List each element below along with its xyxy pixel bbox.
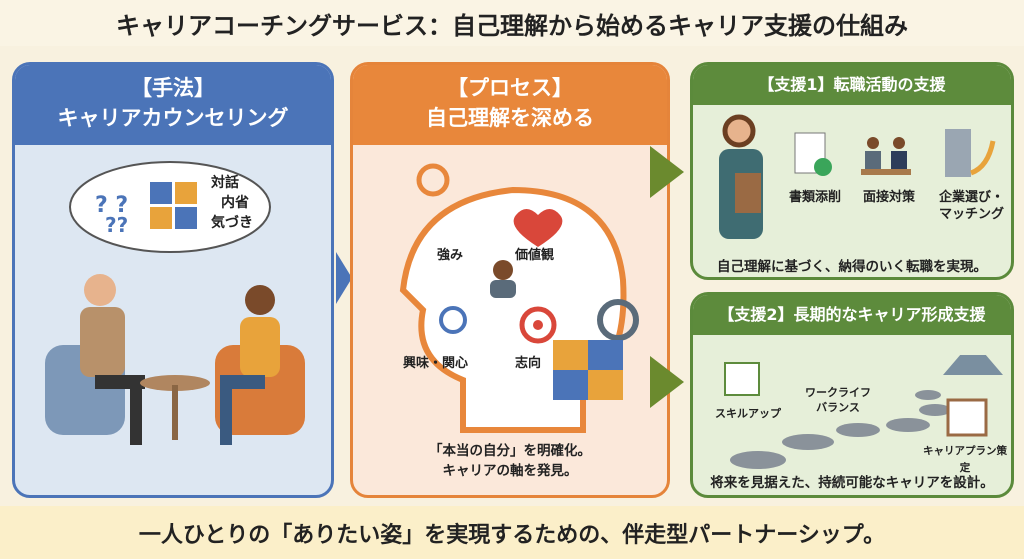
process-panel: 【プロセス】 自己理解を深める 強み 価値観 興味・関心 志向 「本当の自分」を… <box>350 62 670 498</box>
support1-panel: 【支援1】転職活動の支援 書類添削 面接対策 企業選び・マッチング 自己理解に基… <box>690 62 1014 280</box>
page-title: キャリアコーチングサービス：自己理解から始めるキャリア支援の仕組み <box>0 0 1024 46</box>
company-matching-line1: 企業選び・ <box>939 190 1005 205</box>
document-check-icon <box>794 132 832 176</box>
thought-bubble-icon: ? ? ?? <box>69 161 271 253</box>
method-header-title: キャリアカウンセリング <box>57 106 289 130</box>
support1-caption: 自己理解に基づく、納得のいく転職を実現。 <box>717 259 987 275</box>
support2-panel: 【支援2】長期的なキャリア形成支援 スキルアップ ワークライフバランス キャリア… <box>690 292 1014 498</box>
arrow-right-icon <box>650 146 684 198</box>
interests-label: 興味・関心 <box>403 356 469 371</box>
svg-text:? ?: ? ? <box>95 193 128 218</box>
orientation-label: 志向 <box>515 356 542 371</box>
interview-prep-label: 面接対策 <box>863 190 916 205</box>
method-header: 【手法】 キャリアカウンセリング <box>15 65 331 145</box>
skill-up-label: スキルアップ <box>715 407 781 420</box>
bubble-awareness: 気づき <box>211 215 253 231</box>
company-growth-icon <box>945 129 996 177</box>
support2-header: 【支援2】長期的なキャリア形成支援 <box>693 295 1011 335</box>
bubble-dialogue: 対話 <box>211 175 239 191</box>
svg-text:??: ?? <box>105 213 128 237</box>
arrow-right-icon <box>336 252 352 304</box>
process-header-title: 自己理解を深める <box>426 106 594 130</box>
process-caption-line2: キャリアの軸を発見。 <box>442 463 578 479</box>
support2-caption: 将来を見据えた、持続可能なキャリアを設計。 <box>710 475 994 491</box>
strength-label: 強み <box>437 248 464 263</box>
support1-header: 【支援1】転職活動の支援 <box>693 65 1011 105</box>
process-header-label: 【プロセス】 <box>447 76 573 100</box>
stepping-stones-illustration <box>724 355 1003 469</box>
career-plan-label: キャリアプラン策定 <box>923 445 1007 474</box>
process-header: 【プロセス】 自己理解を深める <box>353 65 667 145</box>
company-matching-line2: マッチング <box>939 207 1005 222</box>
work-life-balance-line2: バランス <box>816 401 860 414</box>
company-matching-label: 企業選び・マッチング <box>939 189 1004 223</box>
work-life-balance-line1: ワークライフ <box>805 386 871 399</box>
method-header-label: 【手法】 <box>131 76 215 100</box>
values-label: 価値観 <box>515 248 555 263</box>
consultant-illustration <box>719 114 763 239</box>
thought-bubble-text: 対話 内省 気づき <box>211 173 253 233</box>
work-life-balance-label: ワークライフバランス <box>805 385 871 415</box>
process-caption-line1: 「本当の自分」を明確化。 <box>429 443 591 459</box>
process-caption: 「本当の自分」を明確化。 キャリアの軸を発見。 <box>353 441 667 481</box>
footer-banner: 一人ひとりの「ありたい姿」を実現するための、伴走型パートナーシップ。 <box>0 506 1024 559</box>
method-panel: 【手法】 キャリアカウンセリング ? ? ?? 対話 内省 気づき <box>12 62 334 498</box>
arrow-right-icon <box>650 356 684 408</box>
counseling-scene-illustration <box>45 274 305 445</box>
handshake-icon <box>861 137 911 175</box>
head-silhouette-illustration <box>399 163 639 433</box>
bubble-reflection: 内省 <box>221 195 249 211</box>
document-review-label: 書類添削 <box>789 190 842 205</box>
